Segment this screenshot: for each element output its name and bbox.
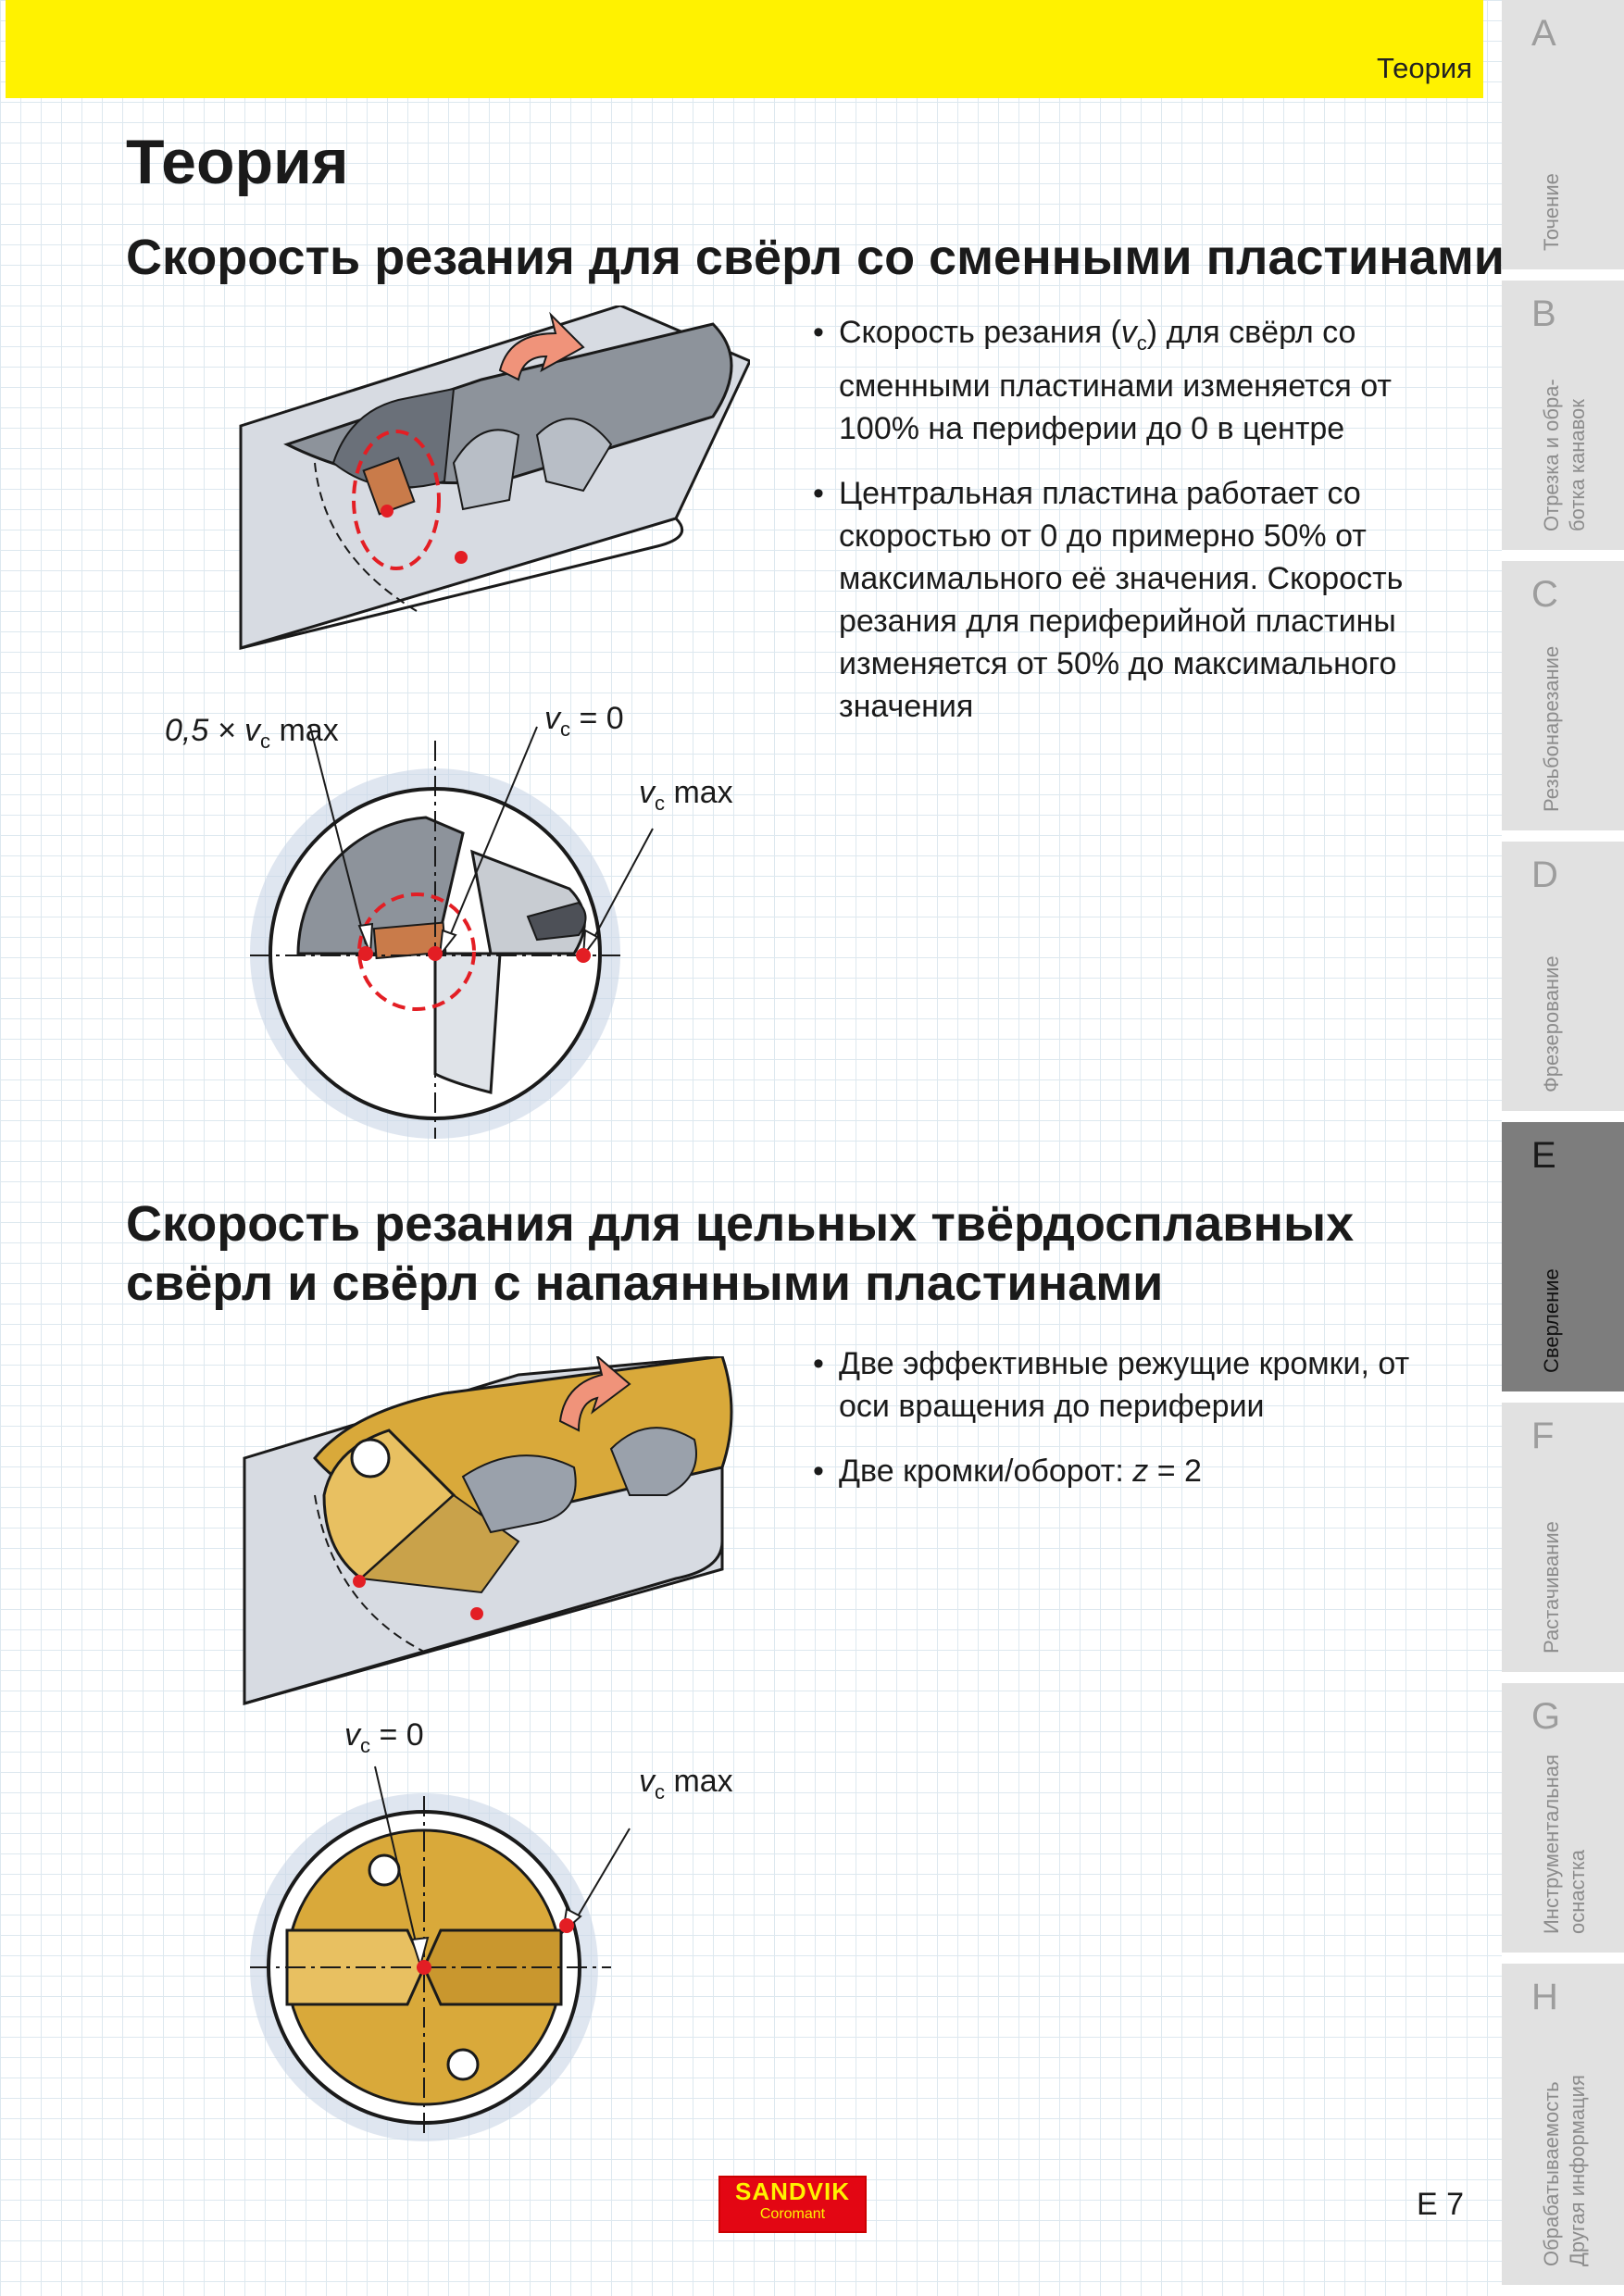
label-half-vc-max: 0,5 × vc max (165, 713, 339, 753)
tab-letter: C (1531, 574, 1558, 615)
solid-drill-front-view (250, 1766, 631, 2141)
page-number: E 7 (1417, 2187, 1465, 2222)
rotation-arrow-icon (498, 311, 585, 381)
tab-label: Растачивание (1540, 1521, 1563, 1653)
indexable-drill-front-view (250, 726, 654, 1139)
tab-h[interactable]: H Обрабатываемость Другая информация (1502, 1964, 1624, 2296)
marker-dot (559, 1918, 574, 1933)
rotation-arrow-icon (558, 1356, 631, 1432)
marker-dot (358, 946, 373, 961)
label-vc-zero: vc = 0 (344, 1717, 424, 1757)
marker-dot (417, 1960, 431, 1975)
sandvik-coromant-logo: SANDVIK Coromant (718, 2176, 867, 2233)
tab-d[interactable]: D Фрезерование (1502, 842, 1624, 1122)
marker-dot (576, 948, 591, 963)
bullet-item: Две кромки/оборот: z = 2 (813, 1450, 1461, 1492)
tab-a[interactable]: A Точение (1502, 0, 1624, 281)
tab-label: Резьбонарезание (1540, 645, 1563, 812)
header-bar: Теория (6, 0, 1483, 98)
section2-bullets: Две эффективные режущие кромки, от оси в… (813, 1342, 1461, 1515)
tab-letter: A (1531, 13, 1556, 54)
solid-drill-illustration (243, 1356, 733, 1705)
tab-letter: H (1531, 1977, 1558, 2017)
section1-bullets: Скорость резания (vc) для свёрл со сменн… (813, 311, 1461, 750)
tab-label: Обрабатываемость Другая информация (1540, 2075, 1589, 2266)
tab-letter: F (1531, 1416, 1555, 1456)
label-vc-max: vc max (639, 1764, 733, 1803)
marker-dot (455, 551, 468, 564)
label-vc-max: vc max (639, 775, 733, 815)
tab-c[interactable]: C Резьбонарезание (1502, 561, 1624, 842)
section-tabs: A Точение B Отрезка и обра- ботка канаво… (1502, 0, 1624, 2296)
label-vc-zero: vc = 0 (544, 701, 624, 741)
section-title-solid: Скорость резания для цельных твёрдосплав… (126, 1196, 1355, 1311)
tab-label: Сверление (1540, 1268, 1563, 1373)
tab-letter: D (1531, 855, 1558, 895)
tab-label: Отрезка и обра- ботка канавок (1540, 379, 1589, 531)
tab-b[interactable]: B Отрезка и обра- ботка канавок (1502, 281, 1624, 561)
highlight-ellipse (352, 430, 441, 570)
marker-dot (428, 946, 443, 961)
header-label: Теория (1376, 52, 1472, 84)
tab-f[interactable]: F Растачивание (1502, 1403, 1624, 1683)
bullet-item: Центральная пластина работает со скорост… (813, 472, 1461, 728)
tab-g[interactable]: G Инструментальная оснастка (1502, 1683, 1624, 1964)
marker-dot (381, 505, 394, 518)
tab-label: Точение (1540, 173, 1563, 251)
marker-dot (470, 1607, 483, 1620)
bullet-item: Две эффективные режущие кромки, от оси в… (813, 1342, 1461, 1428)
marker-dot (353, 1575, 366, 1588)
tab-label: Инструментальная оснастка (1540, 1754, 1589, 1934)
indexable-drill-illustration (239, 306, 750, 651)
bullet-item: Скорость резания (vc) для свёрл со сменн… (813, 311, 1461, 450)
tab-label: Фрезерование (1540, 955, 1563, 1092)
tab-letter: E (1531, 1135, 1556, 1176)
section-title-indexable: Скорость резания для свёрл со сменными п… (126, 230, 1505, 285)
page-title: Теория (126, 127, 349, 197)
tab-letter: G (1531, 1696, 1561, 1737)
tab-e[interactable]: E Сверление (1502, 1122, 1624, 1403)
tab-letter: B (1531, 293, 1556, 334)
